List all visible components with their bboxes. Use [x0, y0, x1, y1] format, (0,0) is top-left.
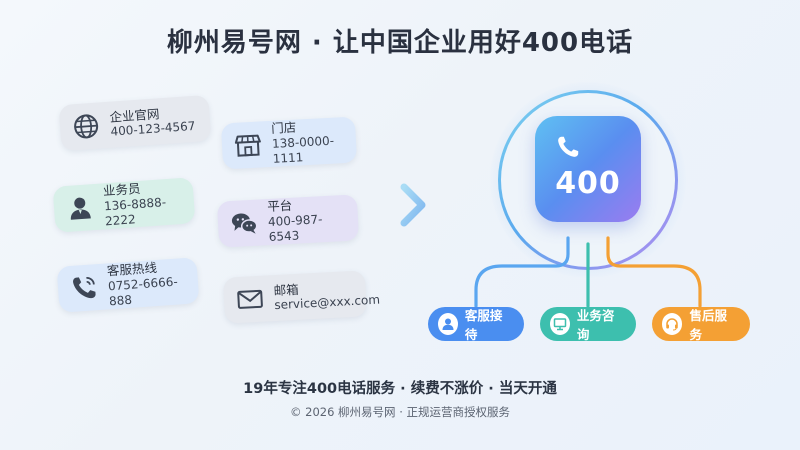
card-email[interactable]: 邮箱 service@xxx.com	[222, 270, 380, 324]
service-label: 售后服务	[689, 308, 727, 342]
card-website[interactable]: 企业官网 400-123-4567	[58, 94, 212, 152]
card-salesperson[interactable]: 业务员 136-8888-2222	[52, 177, 196, 233]
phone-icon	[558, 136, 579, 157]
person-icon	[70, 197, 91, 220]
connector-lines	[474, 236, 702, 308]
service-aftersales-button[interactable]: 售后服务	[652, 307, 750, 342]
card-hotline[interactable]: 客服热线 0752-6666-888	[56, 257, 200, 313]
service-label: 客服接待	[464, 308, 503, 342]
monitor-icon	[550, 313, 570, 335]
page-title: 柳州易号网 · 让中国企业用好400电话	[166, 28, 634, 58]
store-icon	[234, 134, 261, 157]
footer-copyright: © 2026 柳州易号网 · 正规运营商授权服务	[289, 405, 511, 419]
chevron-right-icon	[400, 183, 426, 227]
person-icon	[438, 313, 458, 335]
service-consult-button[interactable]: 业务咨询	[540, 307, 636, 342]
phone-icon	[73, 276, 96, 299]
card-number: 136-8888-2222	[103, 194, 167, 229]
card-store[interactable]: 门店 138-0000-1111	[220, 116, 358, 170]
hub-number: 400	[555, 166, 621, 201]
hub-400-tile[interactable]: 400	[535, 116, 641, 222]
globe-icon	[74, 114, 99, 139]
card-number: 138-0000-1111	[271, 133, 335, 166]
service-label: 业务咨询	[576, 308, 615, 342]
mail-icon	[237, 289, 263, 309]
service-reception-button[interactable]: 客服接待	[428, 307, 524, 342]
card-number: 0752-6666-888	[107, 274, 179, 309]
chat-icon	[231, 213, 258, 234]
headset-icon	[662, 313, 683, 335]
card-number: 400-987-6543	[267, 212, 323, 244]
card-platform[interactable]: 平台 400-987-6543	[216, 194, 360, 248]
slogan: 19年专注400电话服务 · 续费不涨价 · 当天开通	[243, 381, 557, 397]
